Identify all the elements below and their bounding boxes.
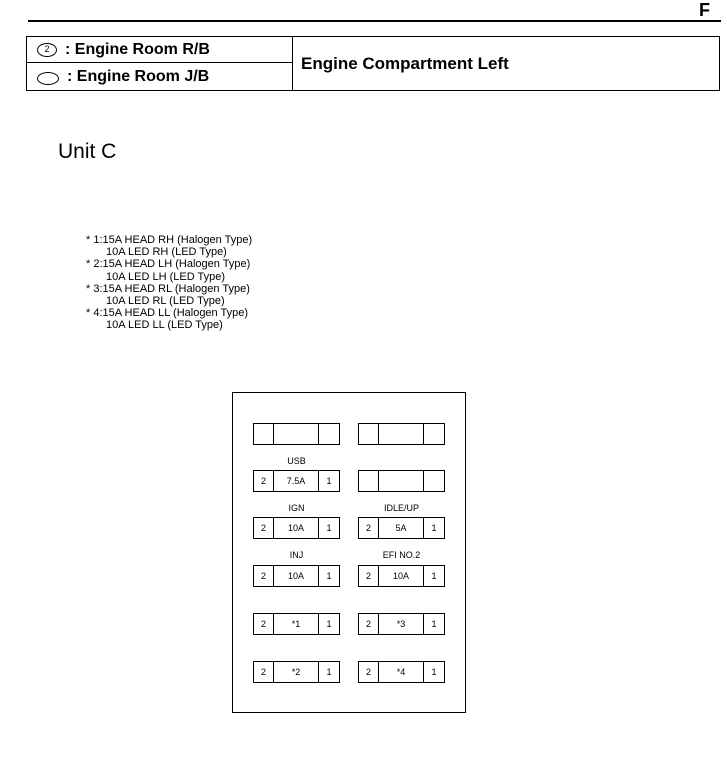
legend-relay-block-label: : Engine Room R/B xyxy=(65,40,210,58)
fuse-star2: 2 *2 1 xyxy=(253,661,340,683)
terminal-left xyxy=(359,471,379,491)
fuse-slot-empty-row2 xyxy=(358,470,445,492)
fuse-idle-up: 2 5A 1 xyxy=(358,517,445,539)
fuse-rating xyxy=(379,424,424,444)
relay-block-circle-icon: 2 xyxy=(37,42,57,57)
fuse-rating: *2 xyxy=(274,662,319,682)
terminal-left: 2 xyxy=(359,662,379,682)
note-4-main: * 4:15A HEAD LL (Halogen Type) xyxy=(86,307,249,320)
note-4-sub: 10A LED LL (LED Type) xyxy=(106,319,223,332)
terminal-right: 1 xyxy=(326,667,332,677)
fuse-rating: 10A xyxy=(274,518,319,538)
fuse-rating: 5A xyxy=(379,518,424,538)
fuse-star4: 2 *4 1 xyxy=(358,661,445,683)
terminal-right: 1 xyxy=(431,523,437,533)
terminal-right: 1 xyxy=(326,619,332,629)
fuse-block-unit-c: USB 2 7.5A 1 IGN 2 10A 1 IDLE/UP 2 5A 1 … xyxy=(232,392,466,713)
fuse-rating: *3 xyxy=(379,614,424,634)
unit-title: Unit C xyxy=(58,140,117,163)
fuse-rating: 10A xyxy=(274,566,319,586)
fuse-slot-empty-right xyxy=(358,423,445,445)
terminal-right xyxy=(319,424,339,444)
legend-row-relay-block: 2 : Engine Room R/B xyxy=(27,37,292,63)
header-rule xyxy=(28,20,721,22)
terminal-left: 2 xyxy=(254,471,274,491)
note-2-sub: 10A LED LH (LED Type) xyxy=(106,270,226,283)
fuse-inj: 2 10A 1 xyxy=(253,565,340,587)
fuse-star3: 2 *3 1 xyxy=(358,613,445,635)
location-label: Engine Compartment Left xyxy=(292,37,719,90)
fuse-rating: 10A xyxy=(379,566,424,586)
fuse-notes: * 1:15A HEAD RH (Halogen Type) 10A LED R… xyxy=(86,234,252,332)
legend-table: 2 : Engine Room R/B : Engine Room J/B En… xyxy=(26,36,720,91)
fuse-label-idle-up: IDLE/UP xyxy=(383,503,419,513)
legend-junction-block-label: : Engine Room J/B xyxy=(67,67,210,85)
terminal-left: 2 xyxy=(254,518,274,538)
terminal-left: 2 xyxy=(359,614,379,634)
page-section-letter: F xyxy=(699,0,710,20)
terminal-left: 2 xyxy=(254,614,274,634)
note-3-sub: 10A LED RL (LED Type) xyxy=(106,295,225,308)
fuse-usb: 2 7.5A 1 xyxy=(253,470,340,492)
terminal-left: 2 xyxy=(359,566,379,586)
fuse-ign: 2 10A 1 xyxy=(253,517,340,539)
terminal-left xyxy=(359,424,379,444)
fuse-label-efi-no2: EFI NO.2 xyxy=(382,550,421,560)
legend-row-junction-block: : Engine Room J/B xyxy=(27,63,292,90)
fuse-rating: *1 xyxy=(274,614,319,634)
junction-block-oval-icon xyxy=(37,71,59,85)
fuse-rating xyxy=(379,471,424,491)
terminal-left: 2 xyxy=(254,566,274,586)
terminal-right: 1 xyxy=(431,619,437,629)
fuse-label-usb: USB xyxy=(287,456,306,466)
fuse-label-ign: IGN xyxy=(288,503,305,513)
note-1-sub: 10A LED RH (LED Type) xyxy=(106,246,227,259)
terminal-right: 1 xyxy=(431,667,437,677)
note-2-main: * 2:15A HEAD LH (Halogen Type) xyxy=(86,258,251,271)
fuse-star1: 2 *1 1 xyxy=(253,613,340,635)
terminal-right xyxy=(424,424,444,444)
fuse-rating: *4 xyxy=(379,662,424,682)
fuse-slot-empty-left xyxy=(253,423,340,445)
fuse-efi-no2: 2 10A 1 xyxy=(358,565,445,587)
terminal-left: 2 xyxy=(359,518,379,538)
note-1-main: * 1:15A HEAD RH (Halogen Type) xyxy=(86,234,253,246)
fuse-rating xyxy=(274,424,319,444)
fuse-label-inj: INJ xyxy=(289,550,304,560)
terminal-right: 1 xyxy=(431,571,437,581)
terminal-right xyxy=(424,471,444,491)
terminal-right: 1 xyxy=(326,571,332,581)
note-3-main: * 3:15A HEAD RL (Halogen Type) xyxy=(86,282,250,295)
terminal-right: 1 xyxy=(326,523,332,533)
terminal-left xyxy=(254,424,274,444)
fuse-rating: 7.5A xyxy=(274,471,319,491)
terminal-left: 2 xyxy=(254,662,274,682)
terminal-right: 1 xyxy=(326,476,332,486)
